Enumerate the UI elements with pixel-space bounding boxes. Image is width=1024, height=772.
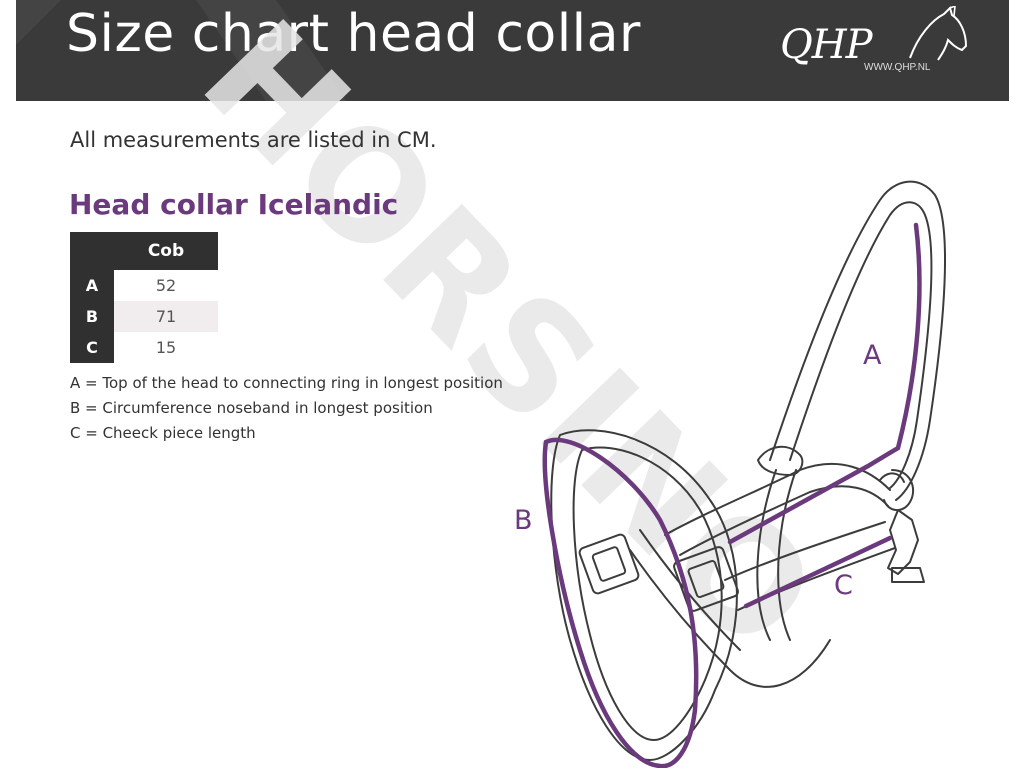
section-title: Head collar Icelandic	[69, 188, 399, 221]
measurement-note: All measurements are listed in CM.	[70, 128, 437, 152]
measure-line-b	[542, 437, 699, 769]
table-corner	[70, 232, 114, 270]
logo-wordmark: QHP	[780, 22, 873, 68]
row-value-b: 71	[114, 301, 218, 332]
row-label-c: C	[70, 332, 114, 363]
logo-website: WWW.QHP.NL	[864, 62, 931, 73]
measure-line-c	[743, 535, 893, 609]
diagram-label-c: C	[834, 570, 853, 601]
table-row: C 15	[70, 332, 218, 363]
table-row: A 52	[70, 270, 218, 301]
diagram-label-b: B	[514, 505, 533, 536]
measure-line-a	[727, 222, 922, 545]
brand-logo[interactable]: QHP WWW.QHP.NL	[780, 6, 980, 86]
size-table: Cob A 52 B 71 C 15	[70, 232, 218, 363]
measurement-legend: A = Top of the head to connecting ring i…	[70, 371, 503, 446]
table-header-row: Cob	[70, 232, 218, 270]
column-header-cob: Cob	[114, 232, 218, 270]
page-title: Size chart head collar	[66, 4, 641, 64]
legend-item-c: C = Cheeck piece length	[70, 424, 256, 442]
row-value-a: 52	[155, 276, 177, 295]
table-row: B 71	[70, 301, 218, 332]
row-label-b: B	[70, 301, 114, 332]
head-collar-diagram: A B C	[500, 170, 960, 769]
header-banner: Size chart head collar QHP WWW.QHP.NL	[16, 0, 1009, 101]
head-collar-illustration	[542, 180, 947, 769]
horse-head-icon	[909, 6, 968, 61]
row-value-c: 15	[155, 338, 177, 357]
legend-item-a: A = Top of the head to connecting ring i…	[70, 374, 503, 392]
row-label-a: A	[70, 270, 114, 301]
legend-item-b: B = Circumference noseband in longest po…	[70, 399, 433, 417]
header-stripe-decoration	[16, 0, 346, 101]
diagram-label-a: A	[863, 340, 882, 371]
